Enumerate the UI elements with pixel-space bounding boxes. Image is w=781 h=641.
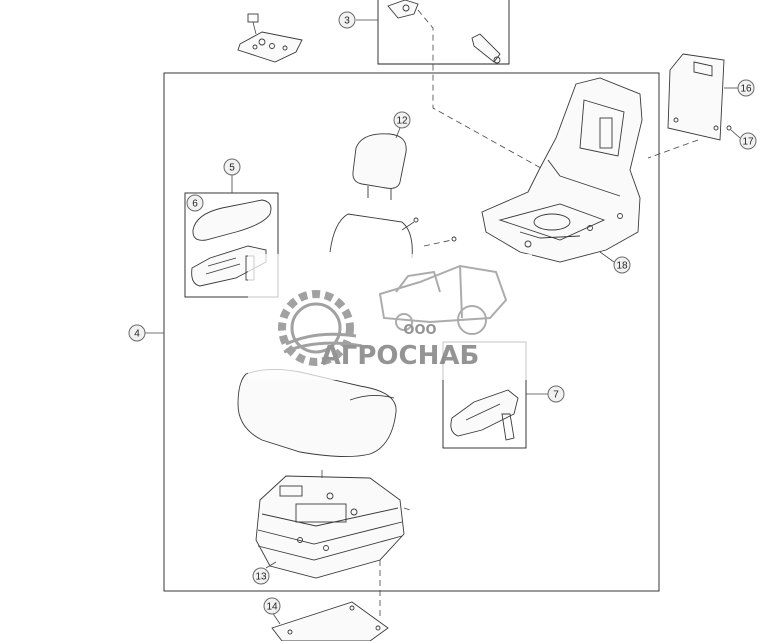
- callout-13: 13: [252, 567, 270, 585]
- seat-cushion-part: [237, 369, 397, 458]
- callout-18-label: 18: [616, 261, 628, 272]
- part-3-group: [356, 0, 510, 65]
- callout-13-label: 13: [255, 572, 267, 583]
- armrest-pad-left: [192, 199, 272, 241]
- callout-6: 6: [186, 194, 204, 212]
- back-panel-part: [667, 53, 725, 141]
- callout-5: 5: [223, 158, 241, 176]
- callout-5-label: 5: [229, 163, 235, 174]
- watermark-name: АГРОСНАБ: [321, 341, 480, 371]
- callout-7: 7: [547, 385, 565, 403]
- callout-17: 17: [739, 132, 757, 150]
- gear-icon: [278, 290, 363, 366]
- seat-frame-part: [481, 77, 643, 263]
- armrest-base-right: [450, 389, 519, 441]
- harvester-icon: [378, 264, 508, 335]
- suspension-part: [255, 470, 405, 579]
- callout-4: 4: [128, 324, 146, 342]
- callout-18: 18: [613, 256, 631, 274]
- watermark-logo: ООО АГРОСНАБ: [248, 254, 532, 380]
- armrest-box-left: [184, 192, 279, 298]
- callout-12: 12: [393, 111, 411, 129]
- backrest-cushion: [329, 213, 413, 259]
- callout-3: 3: [338, 11, 356, 29]
- callout-7-label: 7: [553, 390, 559, 401]
- callout-17-label: 17: [742, 137, 754, 148]
- callout-16-label: 16: [740, 84, 752, 95]
- headrest-part: [352, 127, 407, 200]
- base-plate-part: [271, 601, 389, 641]
- callout-3-label: 3: [344, 16, 350, 27]
- callout-4-label: 4: [134, 329, 140, 340]
- assembly-frame: [163, 72, 660, 592]
- watermark-prefix: ООО: [403, 323, 436, 338]
- armrest-base-left: [191, 245, 267, 287]
- dashed-connector-mid: [423, 239, 453, 247]
- callout-16: 16: [737, 79, 755, 97]
- callout-14-label: 14: [266, 602, 278, 613]
- callout-12-label: 12: [396, 116, 408, 127]
- control-panel-part: [237, 13, 303, 63]
- dashed-connector-13b: [403, 507, 411, 511]
- callout-14: 14: [263, 597, 281, 615]
- dashed-connector-16: [647, 139, 699, 159]
- dashed-connector-3: [417, 9, 549, 173]
- callout-6-label: 6: [192, 199, 198, 210]
